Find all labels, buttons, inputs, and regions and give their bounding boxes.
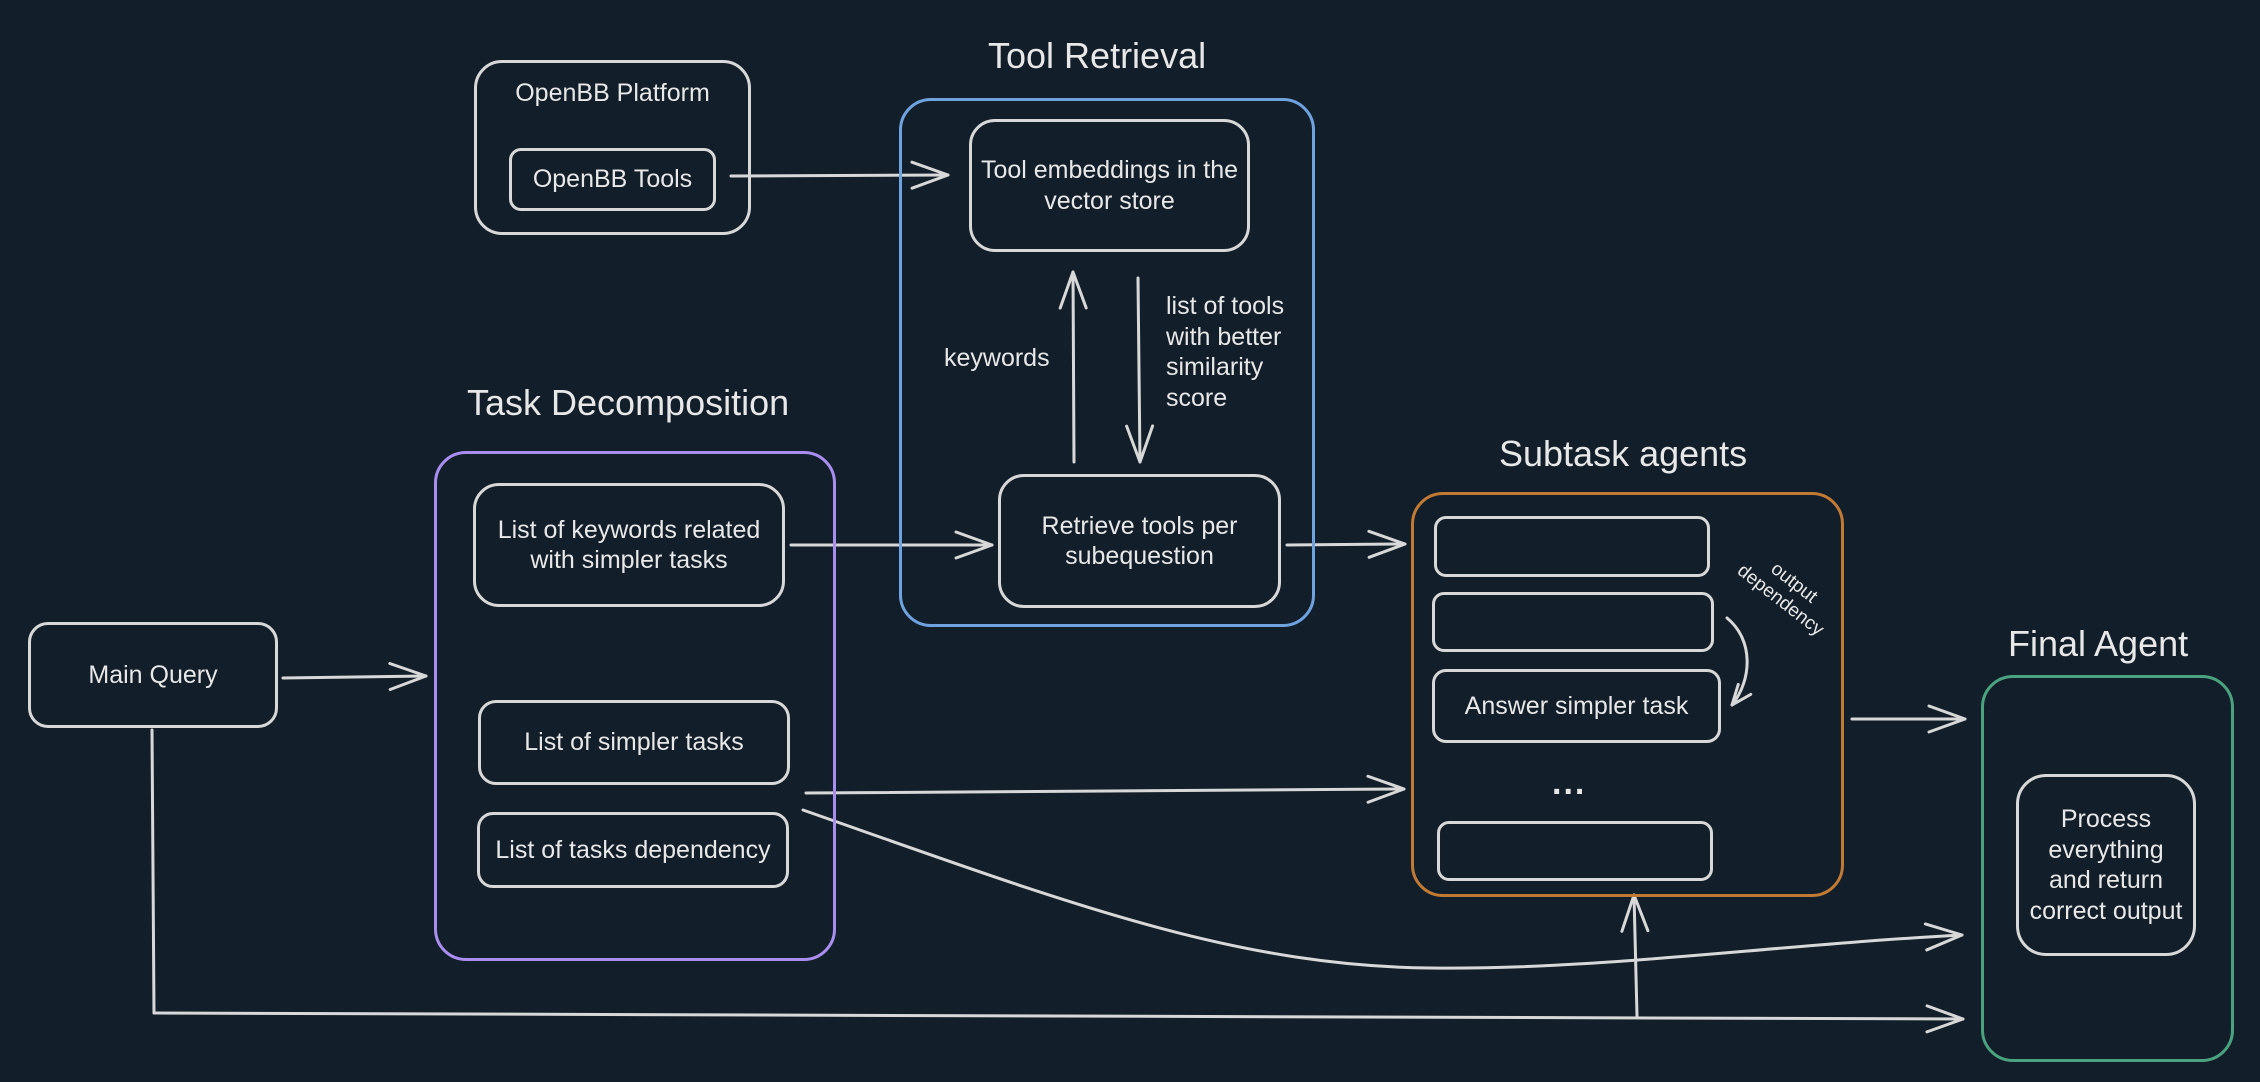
main-query-box: Main Query <box>28 622 278 728</box>
arrow-output-dependency <box>1725 616 1753 707</box>
arrow-mainquery-to-subtask <box>1620 893 1650 1018</box>
retrieve-tools-box: Retrieve tools per subequestion <box>998 474 1281 608</box>
tool-embeddings-box: Tool embeddings in the vector store <box>969 119 1250 252</box>
subtask-slot-2 <box>1432 592 1714 652</box>
tool-retrieval-title: Tool Retrieval <box>988 35 1207 76</box>
final-agent-group <box>1981 675 2234 1062</box>
simpler-tasks-box: List of simpler tasks <box>478 700 790 785</box>
openbb-platform-title: OpenBB Platform <box>515 79 710 107</box>
tasks-dependency-box: List of tasks dependency <box>477 812 789 888</box>
arrow-mainquery-to-decomposition <box>281 662 428 692</box>
arrow-retrieve-to-subtask <box>1285 529 1407 559</box>
subtask-agents-group <box>1411 492 1844 897</box>
tool-retrieval-group <box>899 98 1315 627</box>
keywords-list-box: List of keywords related with simpler ta… <box>473 483 785 607</box>
arrow-keywords-up <box>1058 270 1088 464</box>
final-agent-title: Final Agent <box>2008 623 2189 664</box>
subtask-slot-1 <box>1434 516 1710 577</box>
task-decomposition-group <box>434 451 836 961</box>
process-output-box: Process everything and return correct ou… <box>2016 774 2196 956</box>
subtask-ellipsis: ... <box>1552 764 1587 802</box>
openbb-platform-group <box>474 60 751 235</box>
answer-simpler-task-box: Answer simpler task <box>1432 669 1721 743</box>
subtask-agents-title: Subtask agents <box>1499 433 1748 474</box>
task-decomposition-title: Task Decomposition <box>467 382 790 423</box>
openbb-tools-box: OpenBB Tools <box>509 148 716 211</box>
arrow-mainquery-to-final <box>152 1004 1965 1034</box>
keywords-label: keywords <box>944 344 1050 372</box>
subtask-slot-last <box>1437 821 1713 881</box>
arrow-tools-down <box>1125 276 1155 464</box>
arrow-openbb-to-embeddings <box>729 160 950 190</box>
list-of-tools-label: list of tools with better similarity sco… <box>1166 292 1285 412</box>
arrow-dependency-to-final <box>801 808 1964 970</box>
line-mainquery-down <box>150 728 156 1015</box>
arrow-simplertasks-to-subtask <box>804 774 1406 804</box>
